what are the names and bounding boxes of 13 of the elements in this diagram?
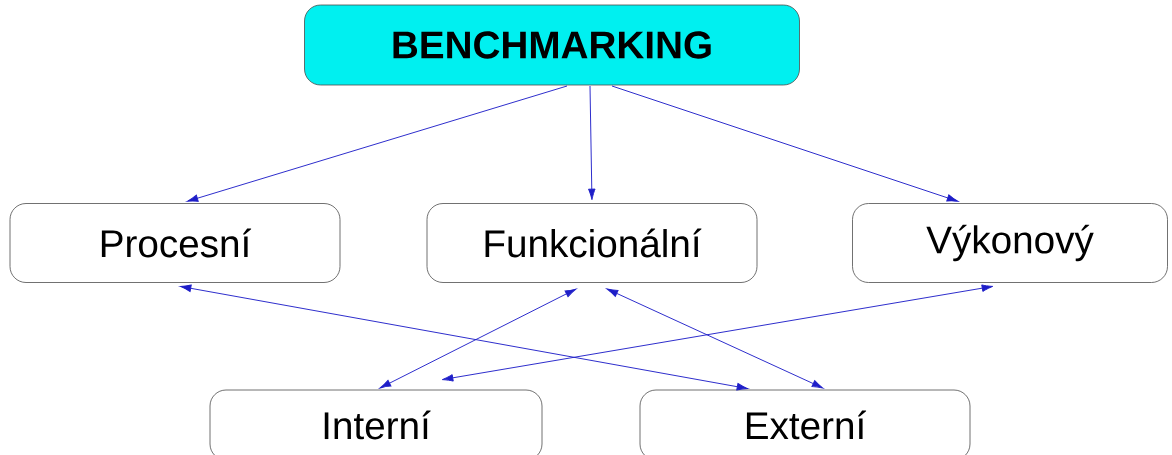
arrow <box>588 85 596 201</box>
category-box: Interní <box>209 389 543 455</box>
title-box: BENCHMARKING <box>304 4 800 86</box>
category-box: Externí <box>639 389 971 455</box>
arrow <box>179 284 749 391</box>
category-box: Funkcionální <box>426 203 758 283</box>
arrow <box>441 284 994 382</box>
arrow <box>611 85 959 202</box>
arrow <box>606 288 824 389</box>
arrow <box>186 85 568 202</box>
category-box: Procesní <box>9 203 341 283</box>
arrow <box>379 288 577 389</box>
category-box: Výkonový <box>852 203 1168 283</box>
